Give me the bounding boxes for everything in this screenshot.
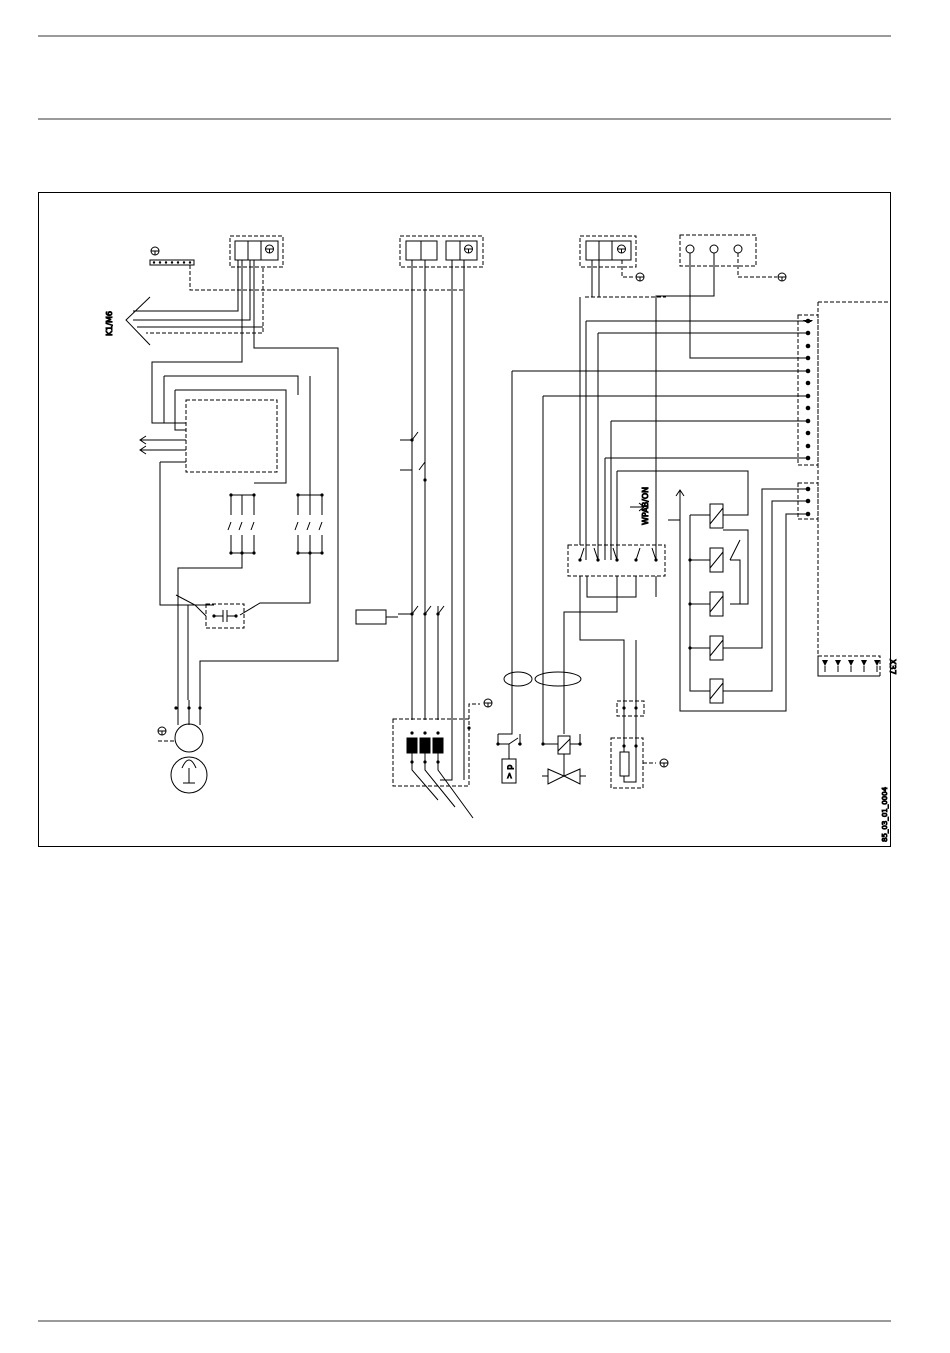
drawing-code: 85_03_01_0004	[881, 786, 889, 842]
sensor-terminal-block	[680, 235, 756, 266]
contact-switch-icon	[178, 495, 254, 700]
control-outputs	[140, 436, 214, 605]
controller-terminals	[798, 302, 891, 676]
contact-switch-icon	[398, 606, 444, 720]
contact-switch-icon	[240, 495, 322, 615]
start-capacitor	[176, 595, 244, 700]
heater-element	[356, 610, 386, 624]
pressure-switch-label: > p	[505, 765, 514, 779]
relay-coil-icon	[710, 504, 723, 703]
earth-ground-icon	[158, 727, 166, 735]
earth-ground-icon	[636, 273, 644, 281]
cable-sleeve	[535, 672, 581, 686]
terminal-block-right	[580, 236, 636, 267]
cable-sleeve	[504, 672, 532, 686]
earth-ground-icon	[151, 247, 159, 255]
earth-ground-icon	[266, 245, 274, 253]
heater-terminals	[393, 704, 480, 818]
sensor-connector	[611, 640, 656, 788]
solenoid-valve-icon	[542, 734, 586, 784]
earth-ground-icon	[660, 759, 668, 767]
earth-bus-bar	[150, 260, 194, 265]
x37-label: X37	[888, 659, 897, 675]
k1-m6-label: K1/M6	[105, 311, 114, 336]
junction-dots	[174, 438, 691, 763]
wpab-on-label: WPAB/ON	[641, 487, 650, 525]
earth-ground-icon	[618, 245, 626, 253]
relay-contact-block	[564, 545, 665, 734]
control-module-box	[186, 400, 277, 472]
wpab-on-output	[630, 490, 684, 520]
terminal-pins	[803, 319, 813, 517]
compressor-motor-icon	[171, 700, 207, 793]
earth-ground-icon	[778, 273, 786, 281]
x37-terminal-pins	[822, 660, 880, 672]
earth-ground-icon	[465, 245, 473, 253]
earth-ground-icon	[484, 699, 492, 707]
